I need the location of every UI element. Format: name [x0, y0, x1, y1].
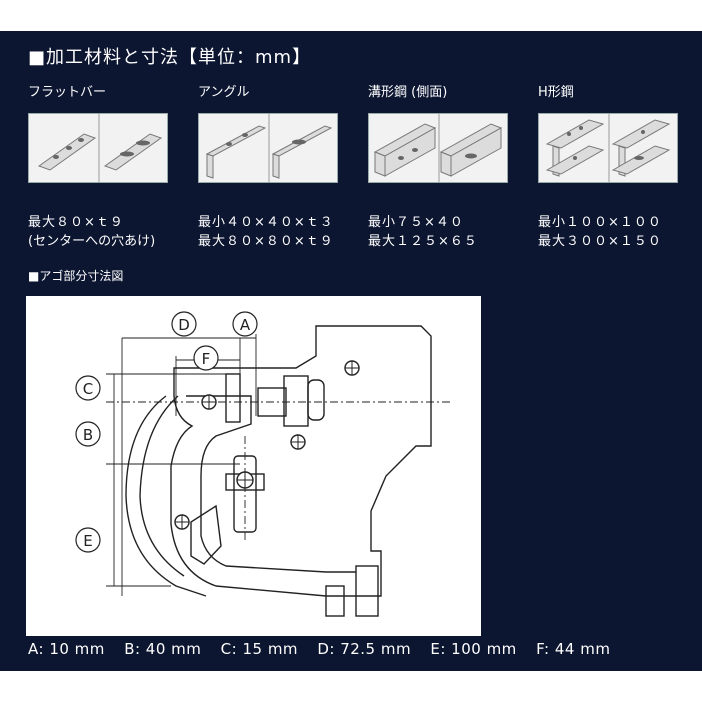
flat-bar-spec-line1: 最大８０×ｔ９	[28, 215, 124, 230]
dimension-e: E: 100 mm	[430, 640, 517, 658]
dimension-a: A: 10 mm	[28, 640, 105, 658]
h-beam-spec-line1: 最小１００×１００	[538, 215, 662, 230]
label-d: D	[178, 316, 190, 334]
angle-spec-line2: 最大８０×８０×ｔ９	[198, 234, 334, 249]
dimension-legend: A: 10 mm B: 40 mm C: 15 mm D: 72.5 mm E:…	[28, 640, 624, 658]
channel-spec-line2: 最大１２５×６５	[368, 234, 478, 249]
channel-spec-line1: 最小７５×４０	[368, 215, 464, 230]
jaw-dimension-diagram: D A F C B E	[26, 296, 481, 636]
dimension-b: B: 40 mm	[124, 640, 202, 658]
section-title: ■加工材料と寸法【単位：mm】	[28, 47, 312, 68]
diagram-title: ■アゴ部分寸法図	[28, 269, 124, 283]
label-f: F	[202, 350, 211, 368]
flat-bar-spec-line2: (センターへの穴あけ)	[28, 234, 156, 249]
angle-spec: 最小４０×４０×ｔ３ 最大８０×８０×ｔ９	[198, 213, 334, 251]
h-beam-spec-line2: 最大３００×１５０	[538, 234, 662, 249]
flat-bar-spec: 最大８０×ｔ９ (センターへの穴あけ)	[28, 213, 155, 251]
dimension-c: C: 15 mm	[220, 640, 299, 658]
channel-spec: 最小７５×４０ 最大１２５×６５	[368, 213, 478, 251]
flat-bar-image	[28, 113, 168, 183]
label-a: A	[240, 316, 251, 334]
dimension-d: D: 72.5 mm	[317, 640, 412, 658]
angle-spec-line1: 最小４０×４０×ｔ３	[198, 215, 334, 230]
dimension-f: F: 44 mm	[536, 640, 611, 658]
label-c: C	[83, 380, 93, 398]
material-name-channel: 溝形鋼 (側面)	[368, 85, 448, 100]
label-b: B	[83, 426, 93, 444]
channel-image	[368, 113, 508, 183]
material-name-flat-bar: フラットバー	[28, 85, 107, 100]
material-name-h-beam: H形鋼	[538, 85, 574, 100]
angle-image	[198, 113, 338, 183]
h-beam-spec: 最小１００×１００ 最大３００×１５０	[538, 213, 662, 251]
material-name-angle: アングル	[198, 85, 250, 100]
h-beam-image	[538, 113, 678, 183]
label-e: E	[83, 532, 92, 550]
spec-panel: ■加工材料と寸法【単位：mm】 フラットバー アングル 溝形鋼 (側面) H形鋼	[0, 31, 702, 671]
